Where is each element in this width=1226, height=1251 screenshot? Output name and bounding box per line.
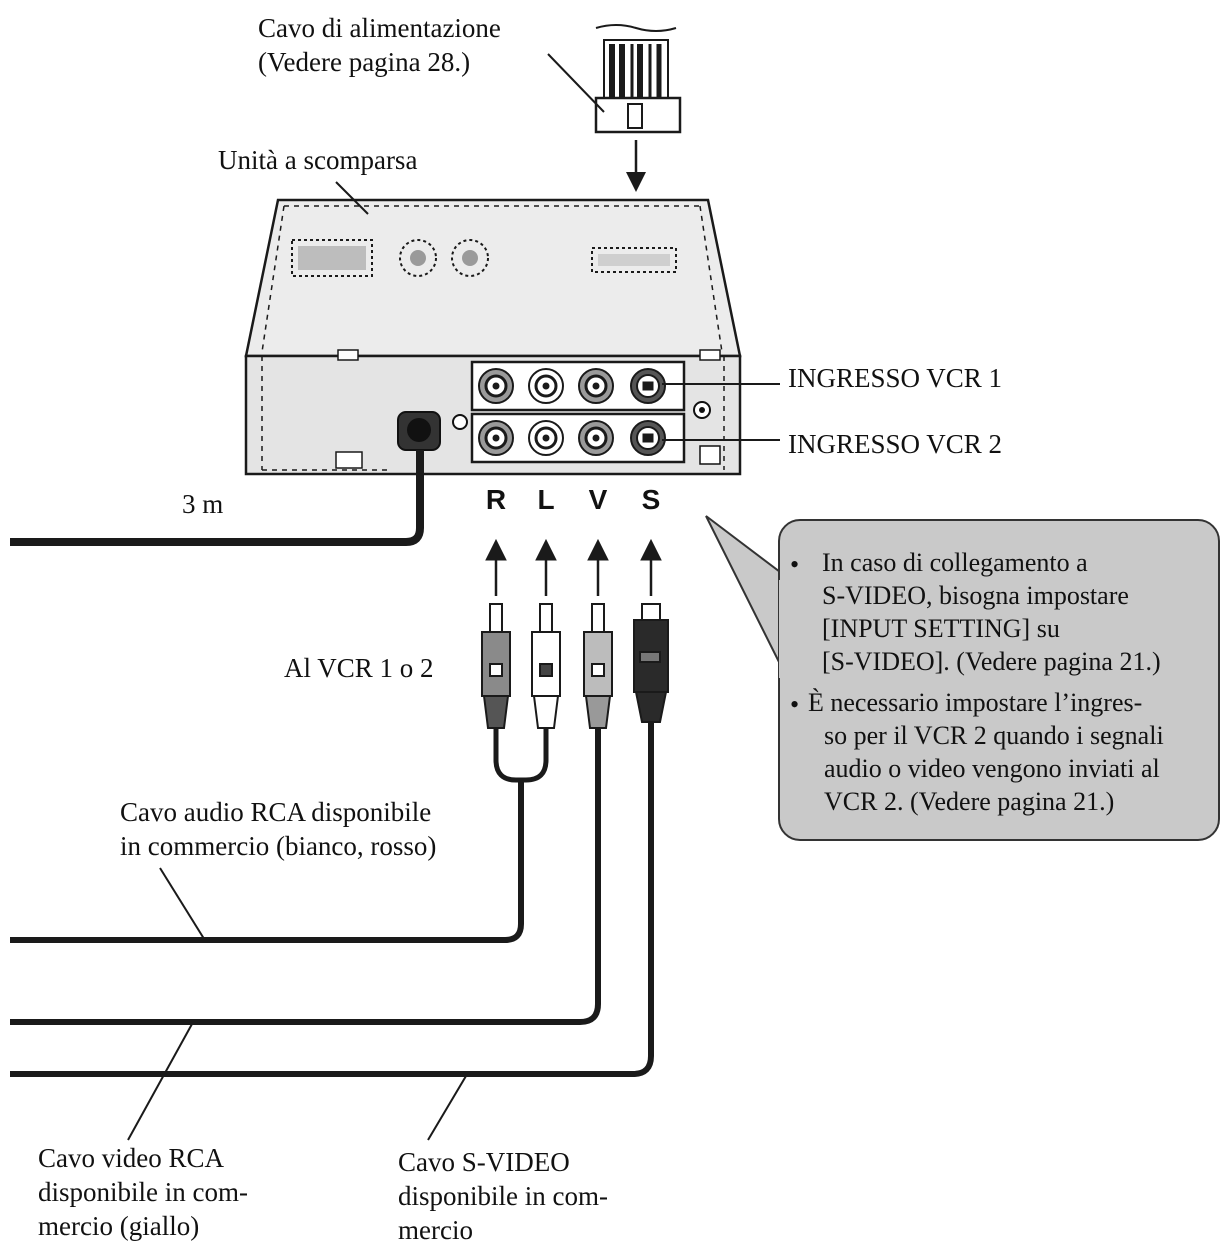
note-2-line-2: so per il VCR 2 quando i segnali: [824, 721, 1164, 750]
jack-label-r: R: [485, 484, 507, 515]
note-2-line-3: audio o video vengono inviati al: [824, 754, 1160, 783]
unit-leader-line: [335, 181, 369, 215]
vcr2-rca-jack-pin-2: [542, 434, 550, 442]
power-cable-label-line-1: Cavo di alimentazione: [258, 13, 501, 43]
power-socket: [397, 411, 468, 451]
video-leader-line: [127, 1023, 193, 1141]
power-cable-3m: [10, 450, 424, 546]
audio-cable-label-line-2: in commercio (bianco, rosso): [120, 831, 437, 861]
jack-label-s: S: [641, 484, 661, 515]
input-panel-vcr1: [470, 360, 686, 412]
plug-video-yellow: [583, 603, 613, 729]
unit-label: Unità a scomparsa: [218, 145, 418, 175]
note-1-bullet: •: [790, 550, 800, 579]
video-cable-label-line-3: mercio (giallo): [38, 1211, 200, 1241]
note-2: È necessario impostare l’ingres- so per …: [808, 686, 1164, 818]
audio-leader-line: [159, 867, 207, 943]
jack-label-l: L: [537, 484, 555, 515]
svideo-leader-line: [427, 1075, 467, 1141]
note-1-line-3: [INPUT SETTING] su: [822, 614, 1060, 643]
note-2-line-1: È necessario impostare l’ingres-: [808, 688, 1143, 717]
vcr1-rca-jack-pin-2: [542, 382, 550, 390]
input-vcr1-label: INGRESSO VCR 1: [788, 363, 1003, 393]
svideo-cable-label-line-3: mercio: [398, 1215, 473, 1245]
svideo-cable-label-line-1: Cavo S-VIDEO: [398, 1147, 570, 1177]
callout-seam: [779, 580, 785, 678]
note-1: In caso di collegamento a S-VIDEO, bisog…: [822, 546, 1161, 678]
callout-pointer: [705, 515, 789, 681]
vcr2-rca-jack-pin-3: [592, 434, 600, 442]
svideo-cable-label-line-2: disponibile in com-: [398, 1181, 608, 1211]
plug-audio-white: [531, 603, 561, 729]
input-vcr2-label: INGRESSO VCR 2: [788, 429, 1003, 459]
up-arrows: [485, 538, 662, 596]
note-1-line-2: S-VIDEO, bisogna impostare: [822, 581, 1129, 610]
audio-cable-label-line-1: Cavo audio RCA disponibile: [120, 797, 432, 827]
jack-label-v: V: [588, 484, 608, 515]
cable-length-label: 3 m: [182, 489, 224, 519]
power-connector-icon: [594, 24, 682, 134]
cables: [10, 722, 654, 1077]
plug-svideo: [633, 603, 669, 723]
power-cable-label-line-2: (Vedere pagina 28.): [258, 47, 471, 77]
input-panel-vcr2: [470, 412, 686, 464]
notes-callout: [778, 519, 1220, 841]
note-1-line-4: [S-VIDEO]. (Vedere pagina 21.): [822, 647, 1161, 676]
vcr2-svideo-jack-key: [642, 433, 654, 443]
note-1-line-1: In caso di collegamento a: [822, 548, 1088, 577]
plug-audio-red: [481, 603, 511, 729]
note-2-line-4: VCR 2. (Vedere pagina 21.): [824, 787, 1115, 816]
note-2-bullet: •: [790, 690, 800, 719]
video-cable-label-line-2: disponibile in com-: [38, 1177, 248, 1207]
vcr1-svideo-jack-key: [642, 381, 654, 391]
video-cable-label-line-1: Cavo video RCA: [38, 1143, 224, 1173]
to-vcr-label: Al VCR 1 o 2: [284, 653, 434, 683]
vcr2-rca-jack-pin-1: [492, 434, 500, 442]
power-leader-line: [547, 53, 605, 113]
down-arrow-icon: [626, 140, 646, 192]
vcr1-rca-jack-pin-3: [592, 382, 600, 390]
vcr1-rca-jack-pin-1: [492, 382, 500, 390]
